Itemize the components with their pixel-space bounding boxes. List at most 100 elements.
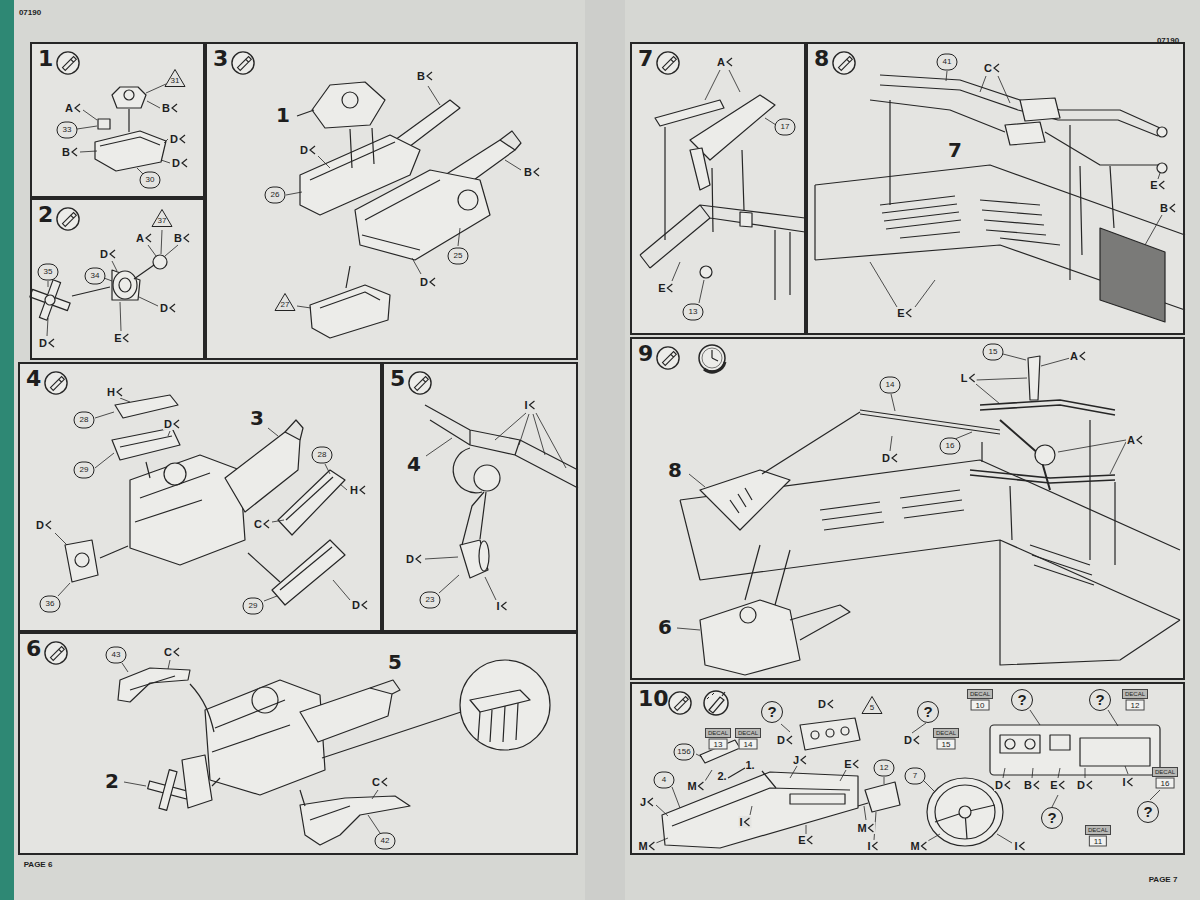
assembly-number-text: 7 [948,138,962,162]
leader-line [47,318,48,336]
callout-number-text: 28 [318,451,327,460]
part-letter-text: I [739,816,742,828]
leader-line [1003,354,1026,360]
leader-line [912,723,926,733]
dashboard [990,725,1160,775]
part-flag [116,387,123,397]
fan-pulley [24,255,167,326]
part-flag [382,778,387,786]
engine-assembly [252,687,278,713]
dashboard [790,794,845,804]
part-letter: B [61,146,79,158]
part-flag [180,135,185,143]
leader-line [95,412,114,418]
part-letter-text: D [172,157,180,169]
decal-number-text: 12 [1131,701,1140,710]
question-bubble-text: ? [1095,692,1104,709]
clock-icon [712,350,718,361]
assembly-number: 8 [668,459,682,481]
part-flag [827,699,834,709]
part-letter: D [35,519,53,531]
step-panel: 5 [382,362,578,632]
part-flag [699,782,704,790]
assembly-number-text: 1 [276,103,290,127]
part-letter: I [495,600,508,612]
dashboard [672,788,850,826]
part-flag [533,167,540,177]
part-letter: E [113,332,130,344]
engine-block [342,92,358,108]
floor-pan [1020,98,1060,121]
part-letter-text: M [857,822,866,834]
part-letter-text: E [897,307,904,319]
part-flag [1137,436,1142,444]
leader-line [168,431,170,436]
leader-line [1150,790,1160,800]
part-flag [1019,841,1026,851]
leader-line [672,262,680,281]
part-letter: A [1069,350,1087,362]
steering-linkage [665,127,744,240]
step-panel: 3 [205,42,578,360]
leader-line [870,71,1162,307]
page-code-text: 07190 [19,8,41,17]
part-letter: L [960,372,977,384]
leader-line [705,70,720,100]
decal-tag: DECAL [705,728,731,738]
engine-assembly [310,806,350,820]
decal-number-text: 11 [1094,837,1102,846]
part-flag [1086,780,1093,790]
part-letter: C [163,646,181,658]
assembly-number-text: 8 [668,458,682,482]
leader-line [672,70,776,303]
leader-line [122,660,380,833]
engine-assembly [159,770,177,811]
assembly-number: 6 [658,616,672,638]
leader-line [325,464,330,474]
part-letter-text: D [777,734,785,746]
triangle-mark [275,294,295,311]
step-panel: 6 [18,632,578,855]
part-letter-text: D [406,553,414,565]
part-flag [1170,204,1175,212]
engine-assembly [120,436,172,447]
part-flag [359,485,366,495]
part-letter: J [792,754,808,766]
engine-assembly [65,395,345,605]
part-letter-text: D [904,734,912,746]
dashboard [927,778,1003,846]
leader-line [890,436,892,451]
step-number: 5 [390,366,405,391]
callout-number-text: 33 [63,126,72,135]
part-letter: D [38,337,56,349]
floor-pan [1157,127,1167,137]
chassis [982,420,1115,565]
engine-assembly [370,680,400,694]
leader-line [696,754,702,757]
part-flag [181,158,188,168]
part-letter: A [64,102,82,114]
chassis [820,490,1094,585]
decal-number-text: 16 [1161,779,1170,788]
decal-number: 11 [1089,836,1107,847]
step-panel: 2 [30,198,205,360]
assembly-number: 5 [388,651,402,673]
glue-icon [409,372,431,394]
floor-pan [1005,122,1045,145]
engine-part [128,109,129,132]
part-letter: D [405,553,423,565]
part-letter-text: I [1014,840,1017,852]
question-bubble: ? [1011,689,1033,711]
decal-tag-text: DECAL [1088,827,1108,833]
callout-number: 29 [74,462,95,479]
question-bubble-text: ? [1047,810,1056,827]
floor-pan [1100,228,1165,322]
part-flag [913,735,920,745]
paint-icon [707,693,714,699]
engine-block [297,110,374,288]
leader-line [840,770,846,781]
part-letter-text: D [160,302,168,314]
question-bubble-text: ? [1017,692,1026,709]
engine-assembly [478,703,518,742]
